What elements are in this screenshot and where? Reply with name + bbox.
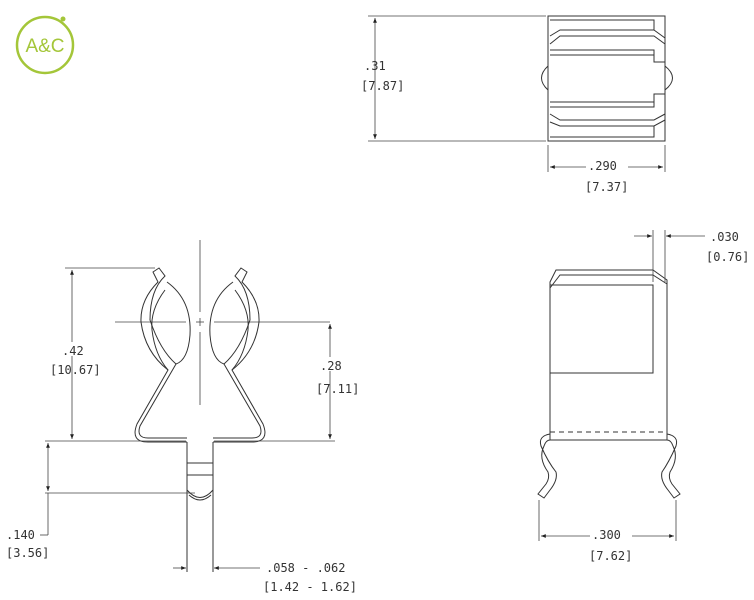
- pin-width-mm: [1.42 - 1.62]: [263, 580, 357, 594]
- logo: A&C: [15, 15, 75, 75]
- center-height-in: .28: [320, 359, 342, 373]
- side-width-mm: [7.62]: [589, 549, 632, 563]
- overall-height-mm: [10.67]: [50, 363, 101, 377]
- side-view: .030 [0.76] .300 [7.62]: [537, 230, 749, 563]
- pin-width-in: .058 - .062: [266, 561, 345, 575]
- pin-length-in: .140: [6, 528, 35, 542]
- top-height-mm: [7.87]: [361, 79, 404, 93]
- front-view: .42 [10.67] .28 [7.11] .140 [3.56] .058 …: [6, 240, 359, 594]
- side-width-in: .300: [592, 528, 621, 542]
- center-height-mm: [7.11]: [316, 382, 359, 396]
- pin-length-mm: [3.56]: [6, 546, 49, 560]
- side-thickness-in: .030: [710, 230, 739, 244]
- side-thickness-mm: [0.76]: [706, 250, 749, 264]
- top-width-in: .290: [588, 159, 617, 173]
- logo-text: A&C: [25, 36, 64, 57]
- top-view: .31 [7.87] .290 [7.37]: [361, 15, 673, 194]
- top-width-mm: [7.37]: [585, 180, 628, 194]
- overall-height-in: .42: [62, 344, 84, 358]
- top-height-in: .31: [364, 59, 386, 73]
